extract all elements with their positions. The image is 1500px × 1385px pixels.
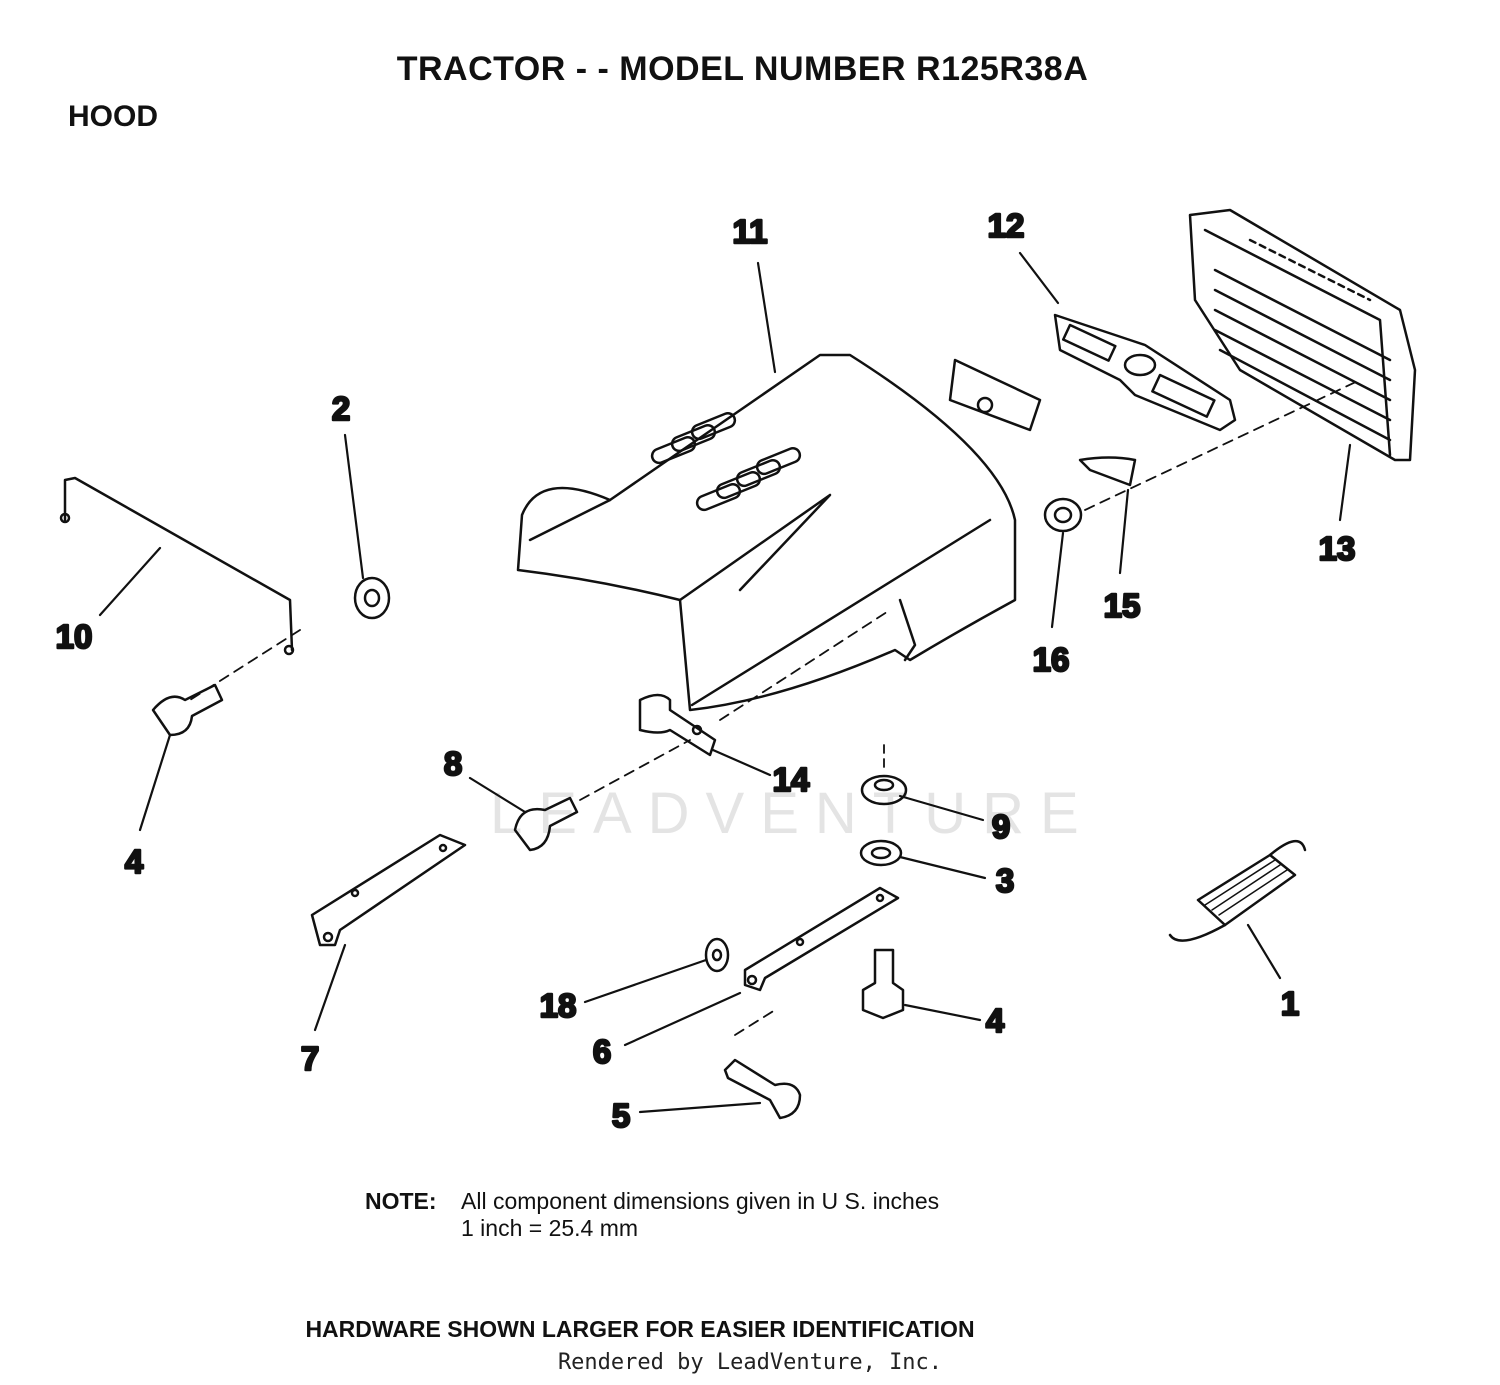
hardware-note: HARDWARE SHOWN LARGER FOR EASIER IDENTIF… (305, 1316, 975, 1342)
callout-3: 3 (996, 862, 1014, 899)
callout-10: 10 (56, 618, 93, 655)
callout-15: 15 (1104, 587, 1141, 624)
callout-5: 5 (612, 1097, 630, 1134)
hex-nut-part (353, 576, 391, 620)
grille-part (1188, 208, 1417, 462)
hood-clip-part (638, 693, 717, 757)
callout-6: 6 (593, 1033, 611, 1070)
diagram-title: TRACTOR - - MODEL NUMBER R125R38A (396, 50, 1089, 88)
rendered-by: Rendered by LeadVenture, Inc. (557, 1350, 943, 1375)
section-title: HOOD (68, 100, 158, 133)
callout-18: 18 (540, 987, 577, 1024)
assembly-line (734, 1009, 776, 1036)
callout-12: 12 (988, 207, 1025, 244)
assembly-line (579, 739, 691, 801)
spring-part (1168, 840, 1307, 942)
rod-part (59, 476, 295, 656)
callout-7: 7 (301, 1040, 319, 1077)
washer-part (859, 839, 903, 867)
callout-8: 8 (444, 745, 462, 782)
callout-2: 2 (332, 390, 350, 427)
hex-bolt-part (861, 948, 905, 1020)
assembly-line (1084, 379, 1361, 511)
shoulder-bolt-part (151, 683, 224, 737)
callout-1: 1 (1281, 985, 1299, 1022)
flange-bolt-part (513, 796, 579, 852)
callout-16: 16 (1033, 641, 1070, 678)
callout-11: 11 (733, 213, 768, 250)
leader-lines (98, 251, 1352, 1114)
note-label: NOTE: (365, 1188, 437, 1214)
callout-9: 9 (992, 808, 1010, 845)
watermark: LEADVENTURE (490, 781, 1095, 846)
hood-part (516, 353, 1017, 712)
callout-14: 14 (773, 761, 810, 798)
lens-bracket-part (948, 358, 1137, 487)
assembly-line (719, 609, 891, 721)
carriage-bolt-part (723, 1058, 802, 1120)
lock-nut-part (860, 774, 908, 806)
strap-part (743, 886, 900, 992)
callout-4-lower: 4 (986, 1002, 1005, 1039)
note-line-1: All component dimensions given in U S. i… (461, 1188, 940, 1214)
note-line-2: 1 inch = 25.4 mm (461, 1215, 639, 1241)
callout-4-upper: 4 (125, 843, 144, 880)
bracket-plate-part (1053, 313, 1237, 432)
brace-part (310, 833, 467, 947)
flange-nut-part (1043, 497, 1083, 533)
callout-13: 13 (1319, 530, 1356, 567)
flat-washer-part (704, 937, 730, 973)
